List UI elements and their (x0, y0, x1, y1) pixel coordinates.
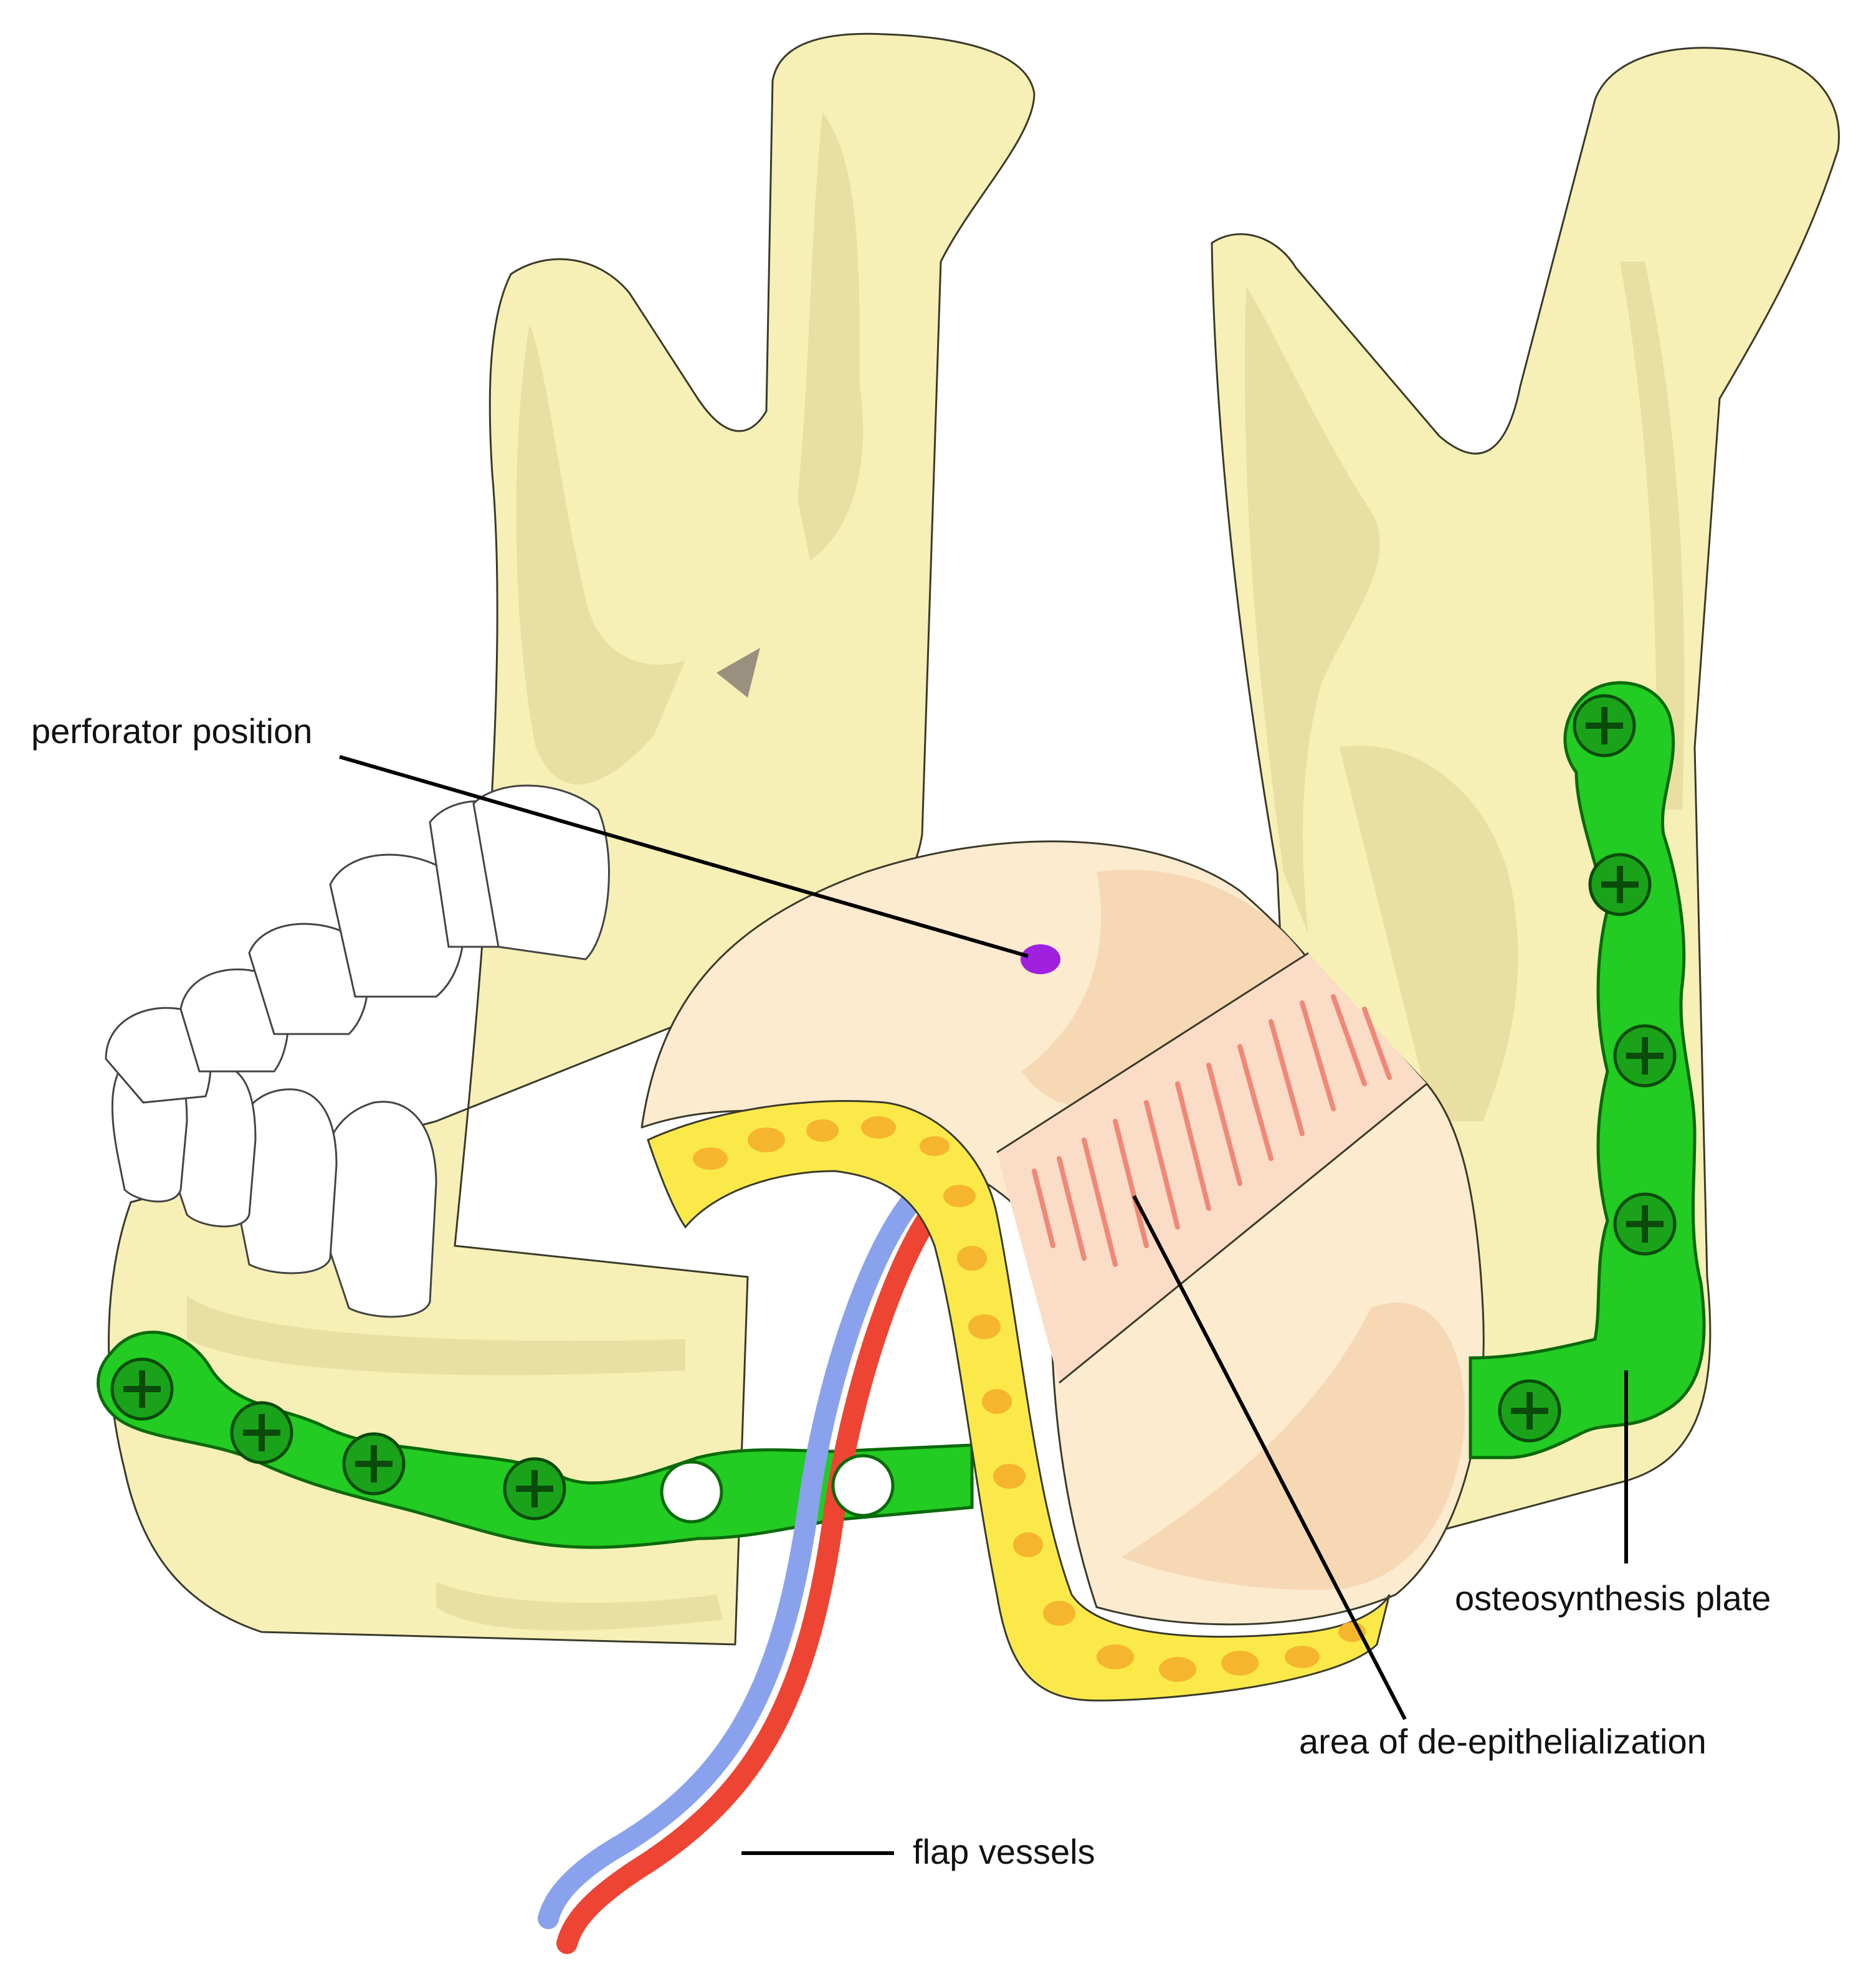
screw-cross-icon (1626, 1205, 1664, 1243)
screw-cross-icon (1511, 1392, 1548, 1430)
artery (556, 1198, 945, 1954)
mental-foramen (717, 648, 760, 698)
screw-cross-icon (123, 1370, 161, 1408)
screw-cross-icon (243, 1414, 280, 1451)
perforator-leader-line (339, 755, 1029, 958)
deepithelialization-label: area of de-epithelialization (1299, 1722, 1707, 1761)
vein (538, 1185, 926, 1929)
empty-plate-hole (831, 1454, 895, 1517)
perforator-dot (1021, 944, 1060, 974)
screw-cross-icon (1586, 707, 1623, 744)
perforator-position-label: perforator position (31, 711, 312, 751)
deepithelialization-stripes (1032, 994, 1392, 1267)
flap-vessels-label: flap vessels (913, 1832, 1095, 1871)
deepithelialization-leader-line (1132, 1195, 1407, 1720)
screw-cross-icon (516, 1470, 553, 1507)
osteosynthesis-plate-label: osteosynthesis plate (1455, 1578, 1771, 1618)
marrow-spots (693, 1116, 1366, 1682)
skin-paddle (640, 840, 1485, 1626)
fibula-segment (647, 1100, 1391, 1702)
flap-vessels (538, 1185, 945, 1954)
dentition (105, 784, 610, 1318)
tooth (472, 784, 610, 961)
screw-cross-icon (355, 1445, 393, 1482)
plate-screws (110, 694, 1677, 1524)
screw-cross-icon (1626, 1037, 1664, 1075)
empty-plate-hole (660, 1460, 723, 1524)
screw-cross-icon (1601, 866, 1639, 903)
osteosynthesis-plate-left (97, 1331, 974, 1549)
leader-lines (339, 755, 1628, 1855)
